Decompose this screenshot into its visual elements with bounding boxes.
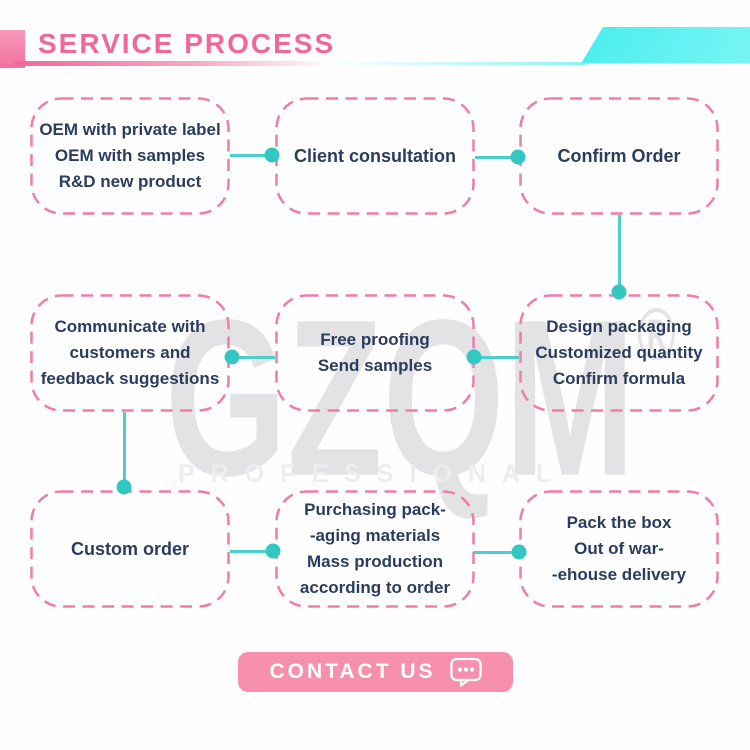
step-text: OEM with samples <box>54 146 206 165</box>
flow-step-7: Custom order <box>30 490 230 608</box>
flow-step-9: Pack the box Out of war- -ehouse deliver… <box>519 490 719 608</box>
flow-step-5: Free proofing Send samples <box>275 294 475 412</box>
step-text: Pack the box <box>566 513 672 532</box>
brand-watermark-text: GZQM <box>165 273 636 522</box>
step-text: according to order <box>299 578 451 597</box>
connector-dot <box>264 147 280 163</box>
title-underline-pink <box>15 61 345 66</box>
connector-dot <box>466 349 482 365</box>
contact-us-label: CONTACT US <box>269 660 436 683</box>
step-text: Purchasing pack- <box>304 500 446 519</box>
step-text: Out of war- <box>574 539 664 558</box>
connector-dot <box>116 479 132 495</box>
step-text: Confirm formula <box>552 369 686 388</box>
step-text: R&D new product <box>58 172 202 191</box>
connector-dot <box>511 544 527 560</box>
flow-step-3: Confirm Order <box>519 97 719 215</box>
step-text: customers and <box>69 343 191 362</box>
step-text: Send samples <box>317 356 433 375</box>
flow-step-6: Design packaging Customized quantity Con… <box>519 294 719 412</box>
step-text: Communicate with <box>54 317 206 336</box>
chat-bubble-icon <box>449 657 482 687</box>
dashed-border <box>30 294 230 412</box>
step-text: Free proofing <box>320 330 430 349</box>
step-text: feedback suggestions <box>40 369 220 388</box>
flow-step-8: Purchasing pack- -aging materials Mass p… <box>275 490 475 608</box>
step-text: Confirm Order <box>557 146 681 166</box>
connector-dot <box>265 543 281 559</box>
step-text: Customized quantity <box>535 343 703 362</box>
connector-line <box>230 550 273 553</box>
brand-watermark: GZQM ® <box>165 273 676 522</box>
connector-line <box>475 156 518 159</box>
registered-trademark-icon: ® <box>637 292 676 377</box>
step-text: OEM with private label <box>39 120 221 139</box>
flow-step-4: Communicate with customers and feedback … <box>30 294 230 412</box>
connector-dot <box>510 149 526 165</box>
brand-watermark-subtitle: PROFESSIONAL <box>178 460 568 488</box>
connector-dot <box>611 284 627 300</box>
step-text: Custom order <box>70 539 189 559</box>
connector-dot <box>224 349 240 365</box>
connector-line <box>230 154 272 157</box>
title-underline-teal <box>330 62 585 65</box>
step-text: Design packaging <box>546 317 692 336</box>
contact-us-button[interactable]: CONTACT US <box>238 652 513 692</box>
connector-line <box>473 551 519 554</box>
flow-step-1: OEM with private label OEM with samples … <box>30 97 230 215</box>
dashed-border <box>275 294 475 412</box>
flow-step-2: Client consultation <box>275 97 475 215</box>
connector-line <box>474 356 519 359</box>
header-cyan-banner <box>581 27 750 63</box>
connector-line <box>123 412 126 488</box>
page-title: SERVICE PROCESS <box>38 28 336 59</box>
dashed-border <box>30 97 230 215</box>
connector-line <box>618 215 621 293</box>
step-text: Client consultation <box>294 146 456 166</box>
step-text: -ehouse delivery <box>551 565 687 584</box>
step-text: -aging materials <box>309 526 441 545</box>
step-text: Mass production <box>306 552 443 571</box>
connector-line <box>232 356 275 359</box>
